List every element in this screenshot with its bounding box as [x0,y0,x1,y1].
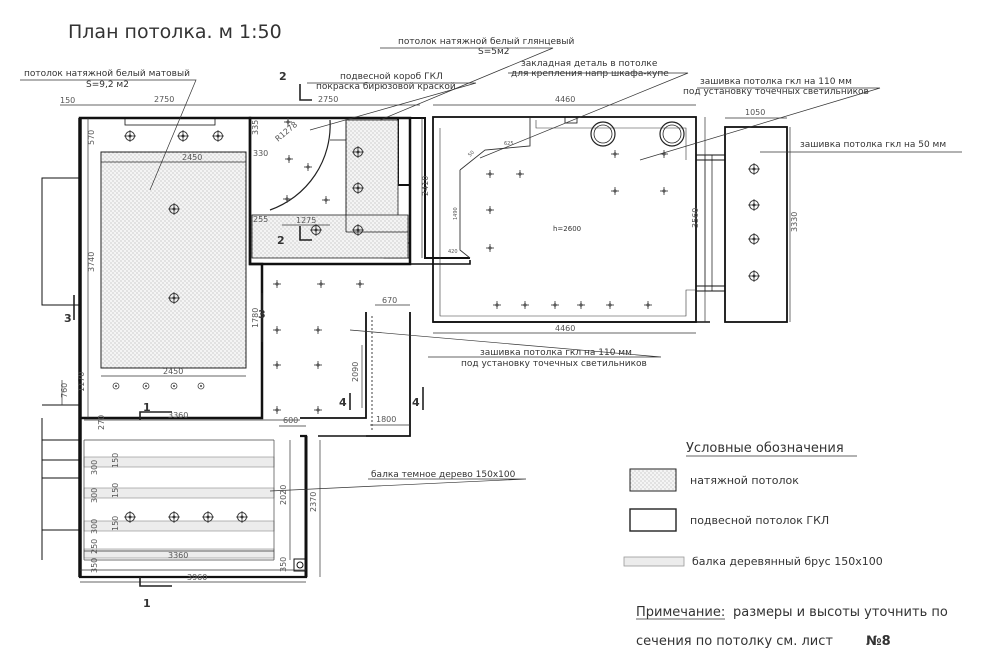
dim: 3740 [87,252,96,272]
legend-swatch-gkl [629,508,677,532]
section-number: 2 [277,234,285,247]
radius-arc [269,119,331,211]
dim: 3360 [168,411,188,420]
dim: 2370 [309,492,318,512]
dim: 2450 [163,367,183,376]
dim: 2090 [351,362,360,382]
note-line-1: размеры и высоты уточнить по [733,605,948,620]
legend-item-beam: балка деревянный брус 150х100 [692,555,883,568]
legend-item-stretch: натяжной потолок [690,474,799,487]
height-label: h=2600 [553,225,581,233]
dim: 350 [90,558,99,573]
dim: 300 [90,460,99,475]
section-number: 4 [412,396,420,409]
dim: 150 [60,96,75,105]
dim: 255 [253,215,268,224]
dim: 1800 [376,415,396,424]
dim: 3960 [187,573,207,582]
gkl110-label-1: зашивка потолка гкл на 110 мм [700,77,852,87]
point-lights [272,117,669,415]
note-prefix: Примечание: [636,605,725,620]
ring-lights [112,382,205,390]
dim: 150 [111,516,120,531]
legend-swatch-beam [623,556,685,567]
labels: потолок натяжной белый матовый S=9,2 м2 … [24,37,946,480]
dim: 4460 [555,324,575,333]
section-numbers: 2 2 3 3 1 1 4 4 [64,70,420,610]
dim: 2410 [421,176,430,196]
note: Примечание: размеры и высоты уточнить по… [636,605,948,649]
dim: 150 [111,453,120,468]
dim: 1490 [453,207,459,220]
gloss-ceiling-label: потолок натяжной белый глянцевый [398,37,574,47]
dim: 2450 [182,153,202,162]
dim: 4460 [555,95,575,104]
dim: 335 [251,120,260,135]
dim: 330 [253,149,268,158]
dim: 2750 [318,95,338,104]
matte-stretch-ceiling-area [100,151,247,369]
dim: 1050 [745,108,765,117]
dim: 250 [90,539,99,554]
large-round-fixture [659,121,685,147]
section-markers [73,84,424,587]
section-number: 4 [339,396,347,409]
dim: 3330 [790,212,799,232]
box-label-2: покраска бирюзовой краской [316,82,456,92]
bathroom-stretch-strip [251,214,409,259]
gloss-area-label: S=5м2 [478,47,510,57]
section-number: 1 [143,401,151,414]
dim: 670 [382,296,397,305]
dim: 3560 [691,208,700,228]
dim: 600 [283,416,298,425]
box-label-1: подвесной короб ГКЛ [340,72,443,82]
walls [41,116,788,579]
dim: 570 [87,130,96,145]
embed-label-2: для крепления напр шкафа-купе [511,69,669,79]
gkl110b-label-1: зашивка потолка гкл на 110 мм [480,348,632,358]
gkl110b-label-2: под установку точечных светильников [461,359,647,369]
dim: 3360 [168,551,188,560]
note-line-2: сечения по потолку см. лист [636,634,833,649]
dim: R1278 [274,120,300,144]
gkl110-label-2: под установку точечных светильников [683,87,869,97]
dimension-lines [60,104,791,583]
legend-heading: Условные обозначения [686,441,844,456]
dim: 625 [504,141,514,147]
embed-label-1: закладная деталь в потолке [521,59,658,69]
section-number: 3 [64,312,72,325]
dim: 2020 [279,485,288,505]
leader-lines [20,47,962,492]
section-number: 3 [258,308,266,321]
dim: 760 [60,383,69,398]
matte-ceiling-label: потолок натяжной белый матовый [24,69,190,79]
section-number: 1 [143,597,151,610]
dim: 2750 [154,95,174,104]
dim: 300 [90,488,99,503]
dim: 1275 [296,216,316,225]
dim: 420 [448,249,458,255]
legend-item-gkl: подвесной потолок ГКЛ [690,514,829,527]
wooden-beams [83,456,275,559]
note-sheet: №8 [866,634,891,649]
legend: Условные обозначения натяжной потолок по… [623,441,883,568]
dim: 1170 [77,372,86,392]
gkl50-label: зашивка потолка гкл на 50 мм [800,140,946,150]
dim: 50 [467,150,476,159]
plan-title: План потолка. м 1:50 [68,21,282,43]
large-round-fixture [590,121,616,147]
matte-area-label: S=9,2 м2 [86,80,129,90]
dim: 150 [111,483,120,498]
dim: 350 [279,557,288,572]
section-number: 2 [279,70,287,83]
dim: 300 [90,519,99,534]
dim: 1780 [251,308,260,328]
beam-label: балка темное дерево 150х100 [371,470,516,480]
legend-swatch-stretch [629,468,677,492]
dim: 270 [97,415,106,430]
